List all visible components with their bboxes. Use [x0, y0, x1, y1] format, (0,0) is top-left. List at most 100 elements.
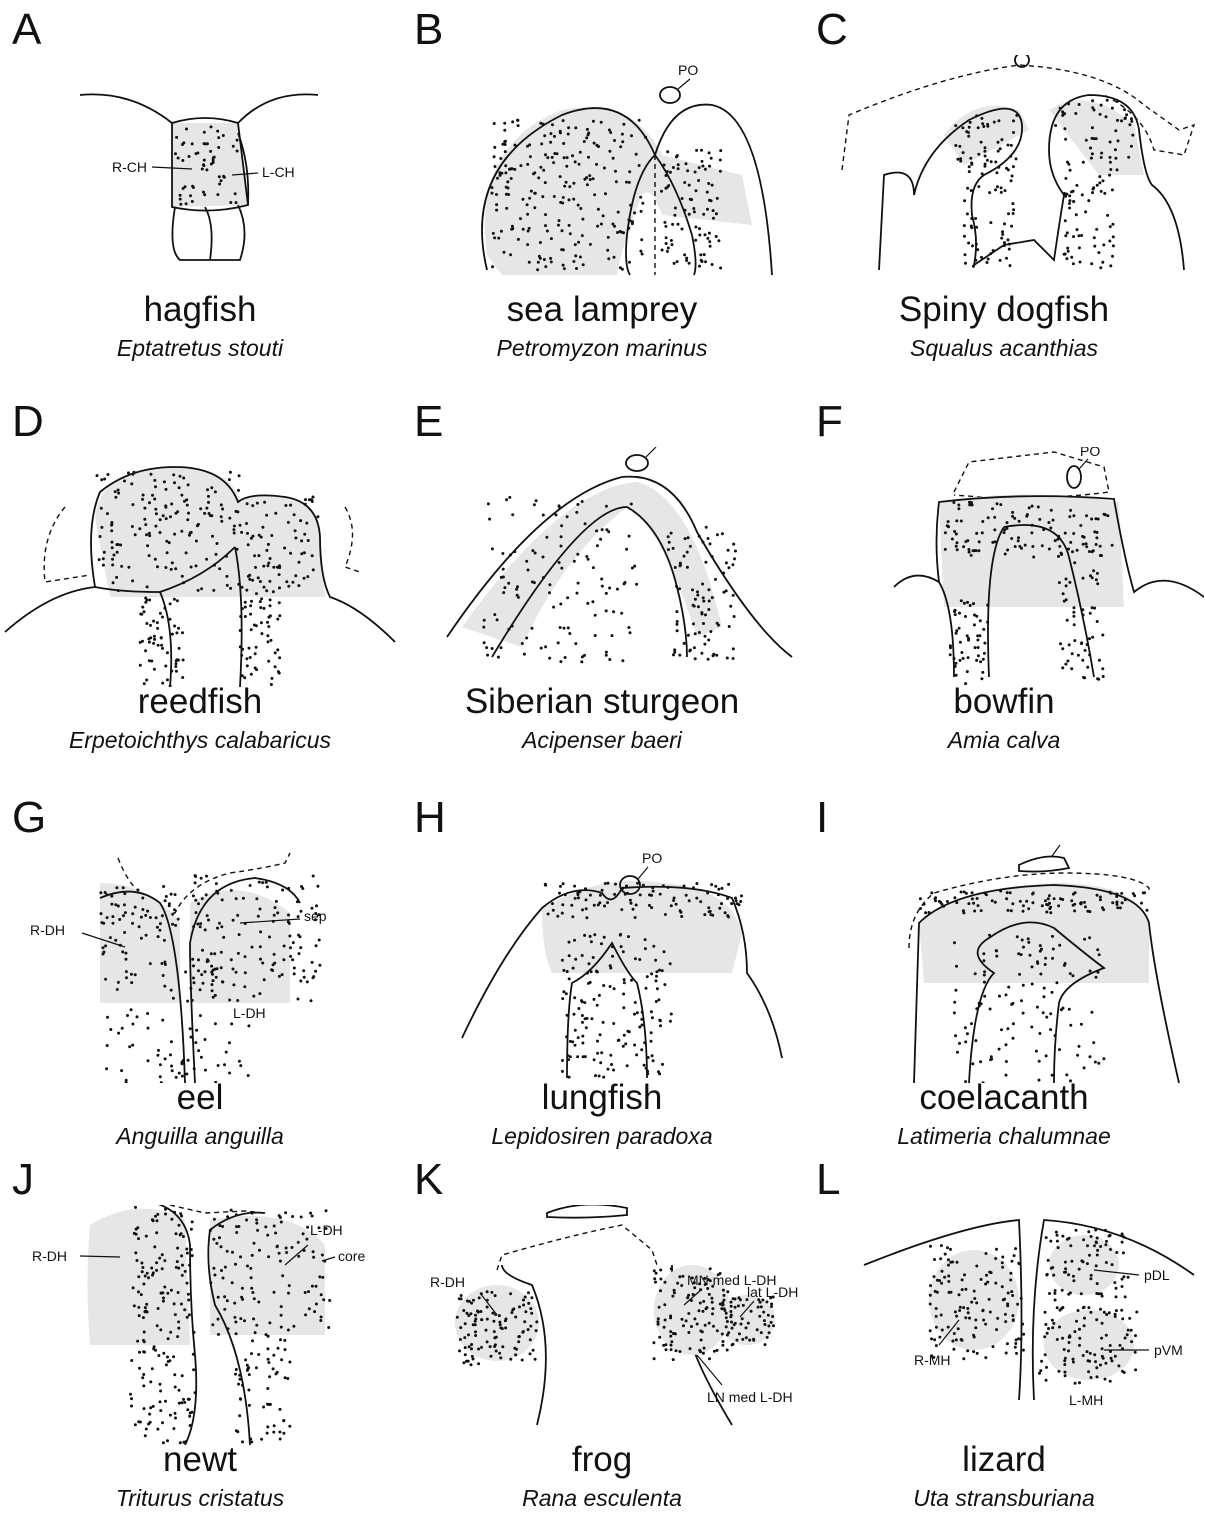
cell-dot [327, 1326, 330, 1329]
cell-dot [1080, 1292, 1083, 1295]
cell-dot [587, 156, 590, 159]
cell-dot [582, 1055, 585, 1058]
cell-dot [278, 564, 281, 567]
cell-dot [1006, 1342, 1009, 1345]
cell-dot [956, 1051, 959, 1054]
cell-dot [241, 1384, 244, 1387]
cell-dot [287, 1292, 290, 1295]
cell-dot [204, 142, 207, 145]
cell-dot [994, 188, 997, 191]
cell-dot [529, 1338, 532, 1341]
cell-dot [1126, 1333, 1129, 1336]
cell-dot [1051, 935, 1054, 938]
cell-dot [142, 1339, 145, 1342]
cell-dot [203, 159, 206, 162]
cell-dot [1005, 1043, 1008, 1046]
cell-dot [250, 1352, 253, 1355]
cell-dot [236, 999, 239, 1002]
cell-dot [497, 656, 500, 659]
cell-dot [1005, 257, 1008, 260]
cell-dot [458, 1349, 461, 1352]
cell-dot [247, 575, 250, 578]
cell-dot [1067, 250, 1070, 253]
cell-dot [975, 1301, 978, 1304]
cell-dot [273, 1291, 276, 1294]
cell-dot [1054, 1299, 1057, 1302]
cell-dot [240, 531, 243, 534]
cell-dot [246, 502, 249, 505]
cell-dot [100, 912, 103, 915]
cell-dot [544, 213, 547, 216]
cell-dot [177, 157, 180, 160]
cell-dot [1059, 107, 1062, 110]
cell-dot [322, 1298, 325, 1301]
cell-dot [615, 180, 618, 183]
cell-dot [722, 1340, 725, 1343]
cell-dot [970, 189, 973, 192]
cell-dot [1022, 1012, 1025, 1015]
cell-dot [592, 120, 595, 123]
cell-dot [951, 1261, 954, 1264]
cell-dot [928, 911, 931, 914]
cell-dot [229, 201, 232, 204]
cell-dot [612, 1069, 615, 1072]
cell-dot [161, 1421, 164, 1424]
cell-dot [179, 198, 182, 201]
cell-dot [1080, 1259, 1083, 1262]
cell-dot [133, 1304, 136, 1307]
cell-dot [587, 133, 590, 136]
cell-dot [652, 1341, 655, 1344]
cell-dot [1064, 663, 1067, 666]
cell-dot [702, 1300, 705, 1303]
cell-dot [270, 968, 273, 971]
cell-dot [940, 903, 943, 906]
cell-dot [185, 1248, 188, 1251]
cell-dot [1011, 202, 1014, 205]
cell-dot [1057, 1246, 1060, 1249]
cell-dot [964, 540, 967, 543]
cell-dot [242, 897, 245, 900]
cell-dot [1005, 993, 1008, 996]
cell-dot [549, 141, 552, 144]
cell-dot [583, 1001, 586, 1004]
cell-dot [529, 155, 532, 158]
cell-dot [239, 615, 242, 618]
cell-dot [935, 1307, 938, 1310]
cell-dot [1068, 1008, 1071, 1011]
cell-dot [994, 1257, 997, 1260]
cell-dot [231, 1281, 234, 1284]
cell-dot [170, 670, 173, 673]
cell-dot [716, 1349, 719, 1352]
cell-dot [134, 1206, 137, 1209]
cell-dot [1086, 666, 1089, 669]
cell-dot [184, 1270, 187, 1273]
cell-dot [1095, 543, 1098, 546]
cell-dot [1090, 157, 1093, 160]
cell-dot [504, 1326, 507, 1329]
cell-dot [161, 914, 164, 917]
cell-dot [193, 1331, 196, 1334]
common-name: sea lamprey [402, 290, 802, 330]
cell-dot [956, 541, 959, 544]
cell-dot [315, 1285, 318, 1288]
cell-dot [1089, 147, 1092, 150]
cell-dot [231, 1251, 234, 1254]
cell-dot [1081, 193, 1084, 196]
cell-dot [476, 1310, 479, 1313]
cell-dot [168, 902, 171, 905]
cell-dot [1045, 1274, 1048, 1277]
cell-dot [655, 979, 658, 982]
cell-dot [266, 564, 269, 567]
cell-dot [924, 911, 927, 914]
cell-dot [576, 503, 579, 506]
cell-dot [470, 1363, 473, 1366]
cell-dot [1111, 1359, 1114, 1362]
cell-dot [1005, 1352, 1008, 1355]
cell-dot [280, 1358, 283, 1361]
cell-dot [280, 1305, 283, 1308]
cell-dot [583, 654, 586, 657]
cell-dot [149, 962, 152, 965]
cell-dot [171, 633, 174, 636]
cell-dot [207, 919, 210, 922]
cell-dot [502, 576, 505, 579]
